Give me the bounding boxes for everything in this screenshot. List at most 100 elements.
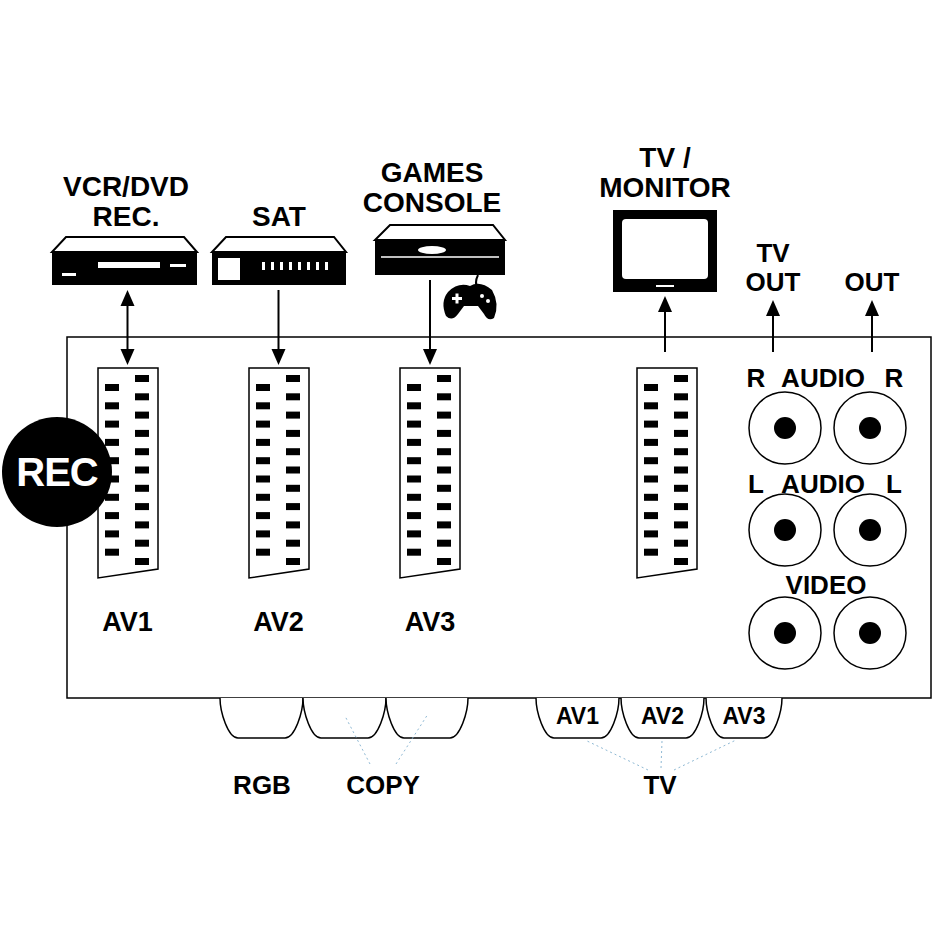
scart-outline bbox=[248, 367, 310, 579]
rec-text: REC bbox=[16, 450, 97, 494]
vcr-icon bbox=[52, 237, 197, 285]
scart-pin bbox=[407, 530, 421, 537]
rca-jacks bbox=[749, 392, 906, 669]
scart-pin bbox=[407, 494, 421, 501]
device-name: VCR/DVD REC. bbox=[36, 172, 216, 232]
scart-pin bbox=[437, 412, 451, 419]
scart-body bbox=[249, 368, 309, 578]
scart-pin bbox=[407, 421, 421, 428]
scart-pin bbox=[644, 439, 658, 446]
scart-pin bbox=[105, 384, 119, 391]
scart-pin bbox=[135, 521, 149, 528]
scart-outline bbox=[399, 367, 461, 579]
scart-pin bbox=[105, 512, 119, 519]
scart-pin bbox=[644, 494, 658, 501]
scart-pin bbox=[407, 457, 421, 464]
arrow-head bbox=[121, 349, 135, 365]
scart-pin bbox=[437, 448, 451, 455]
tv-icon bbox=[613, 210, 717, 292]
scart-pin bbox=[437, 558, 451, 565]
arrow-line bbox=[278, 290, 280, 351]
tv-source-button: AV1 bbox=[535, 698, 620, 739]
scart-pin bbox=[644, 549, 658, 556]
panel-label: OUT bbox=[845, 268, 900, 297]
scart-pin bbox=[135, 467, 149, 474]
scart-pin bbox=[286, 558, 300, 565]
scart-pin bbox=[105, 530, 119, 537]
scart-pin bbox=[105, 421, 119, 428]
signal-arrow bbox=[423, 280, 437, 365]
scart-pin bbox=[674, 467, 688, 474]
scart-pin bbox=[286, 521, 300, 528]
scart-socket: AV1 bbox=[97, 367, 159, 637]
scart-pin bbox=[674, 503, 688, 510]
button-shape bbox=[706, 698, 782, 738]
scart-pin bbox=[644, 384, 658, 391]
scart-pin bbox=[407, 512, 421, 519]
panel-label: COPY bbox=[346, 771, 420, 800]
arrow-head bbox=[272, 349, 286, 365]
scart-pin bbox=[256, 476, 270, 483]
panel-label: AUDIO bbox=[781, 364, 865, 393]
scart-pin bbox=[135, 375, 149, 382]
scart-pin bbox=[674, 448, 688, 455]
scart-pin bbox=[644, 476, 658, 483]
panel-label: AUDIO bbox=[781, 470, 865, 499]
scart-pin bbox=[286, 430, 300, 437]
scart-pin bbox=[674, 485, 688, 492]
scart-pin bbox=[286, 412, 300, 419]
scart-pin bbox=[407, 402, 421, 409]
panel-label: L bbox=[886, 470, 902, 499]
scart-pin bbox=[437, 485, 451, 492]
scart-pin bbox=[256, 384, 270, 391]
signal-arrow bbox=[121, 290, 135, 365]
scart-pin bbox=[644, 512, 658, 519]
scart-pin bbox=[286, 540, 300, 547]
scart-body bbox=[400, 368, 460, 578]
icon-space bbox=[342, 218, 522, 275]
button-shape bbox=[536, 698, 619, 738]
housing bbox=[67, 337, 931, 698]
device-label-box: SAT bbox=[189, 202, 369, 285]
scart-pin bbox=[674, 540, 688, 547]
arrow-head bbox=[423, 349, 437, 365]
scart-pin bbox=[437, 430, 451, 437]
icon-space bbox=[575, 203, 755, 292]
scart-pin bbox=[135, 430, 149, 437]
copy-switch bbox=[303, 698, 386, 738]
scart-pin bbox=[437, 467, 451, 474]
socket-label: AV3 bbox=[369, 607, 491, 637]
scart-pin bbox=[256, 530, 270, 537]
tv-source-button: AV2 bbox=[620, 698, 705, 739]
scart-pin bbox=[407, 476, 421, 483]
panel-label: L bbox=[748, 470, 764, 499]
scart-socket: AV3 bbox=[399, 367, 461, 637]
signal-arrow bbox=[272, 290, 286, 365]
scart-pin bbox=[256, 494, 270, 501]
device-label-box: VCR/DVD REC. bbox=[36, 172, 216, 285]
arrow-line bbox=[127, 304, 129, 351]
device-label-box: TV / MONITOR bbox=[575, 143, 755, 292]
scart-pin bbox=[135, 448, 149, 455]
scart-pin bbox=[407, 384, 421, 391]
icon-space bbox=[36, 232, 216, 285]
scart-body bbox=[637, 368, 697, 578]
button-label: AV3 bbox=[722, 703, 765, 729]
scart-pin bbox=[674, 375, 688, 382]
scart-pin bbox=[135, 393, 149, 400]
scart-pin bbox=[437, 503, 451, 510]
panel-label: TV bbox=[643, 771, 676, 800]
scart-pin bbox=[286, 467, 300, 474]
panel-label: TV OUT bbox=[733, 239, 813, 297]
scart-pin bbox=[256, 439, 270, 446]
scart-socket: AV2 bbox=[248, 367, 310, 637]
scart-pin bbox=[674, 430, 688, 437]
scart-connector bbox=[636, 367, 698, 579]
icon-space bbox=[189, 232, 369, 285]
scart-pin bbox=[286, 503, 300, 510]
scart-pin bbox=[105, 549, 119, 556]
device-label-box: GAMES CONSOLE bbox=[342, 158, 522, 275]
scart-pin bbox=[286, 375, 300, 382]
rec-button: REC bbox=[2, 417, 112, 527]
scart-pin bbox=[135, 558, 149, 565]
